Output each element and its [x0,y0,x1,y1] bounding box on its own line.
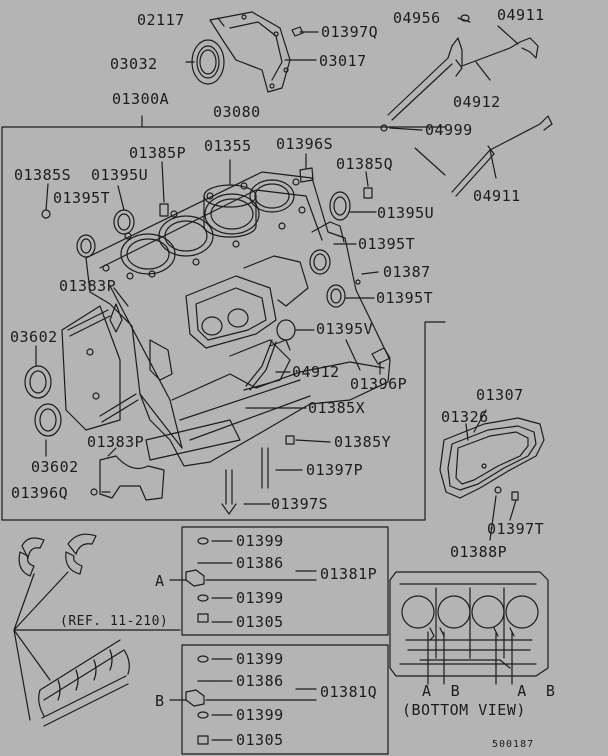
label-03602-lower: 03602 [31,458,79,476]
label-01397q: 01397Q [321,23,379,41]
label-b-01399-bottom: 01399 [236,706,284,724]
left-side-parts [24,305,139,437]
label-01395t-left: 01395T [53,189,111,207]
label-01385p: 01385P [129,144,187,162]
label-01307: 01307 [476,386,524,404]
bottom-view [389,571,549,677]
label-01385s: 01385S [14,166,72,184]
label-01396p: 01396P [350,375,408,393]
label-01397s: 01397S [271,495,329,513]
label-01396q: 01396Q [11,484,69,502]
label-03080: 03080 [213,103,261,121]
label-01387: 01387 [383,263,431,281]
label-b-01386: 01386 [236,672,284,690]
bottom-view-ab-markers: A B A B [422,682,556,700]
label-04912-block: 04912 [292,363,340,381]
label-b-01305: 01305 [236,731,284,749]
label-02117: 02117 [137,11,185,29]
label-01395v: 01395V [316,320,374,338]
bottom-view-caption: (BOTTOM VIEW) [402,701,526,719]
label-04912-top: 04912 [453,93,501,111]
cylinder-block [85,171,391,467]
label-01395u-right: 01395U [377,204,435,222]
gauge-tube [245,339,277,391]
ref-note: (REF. 11-210) [60,614,169,629]
small-plugs [41,167,391,365]
marker-a: A [155,572,165,590]
label-03017: 03017 [319,52,367,70]
diagram-code: 500187 [492,739,535,750]
label-01383p-upper: 01383P [59,277,117,295]
oil-level-gauge-lower [451,115,553,197]
label-01397t: 01397T [487,520,545,538]
side-cover [439,417,545,501]
label-a-01399-bottom: 01399 [236,589,284,607]
label-01395t-right: 01395T [358,235,416,253]
label-03032: 03032 [110,55,158,73]
label-01385x: 01385X [308,399,366,417]
marker-b: B [155,692,165,710]
label-01385q: 01385Q [336,155,394,173]
label-01388p: 01388P [450,543,508,561]
main-frame [1,115,446,521]
label-a-01399-top: 01399 [236,532,284,550]
label-01395u-left: 01395U [91,166,149,184]
rear-oil-seal [191,11,304,93]
oil-level-gauge [380,14,539,132]
label-01355: 01355 [204,137,252,155]
label-04956: 04956 [393,9,441,27]
label-01397p: 01397P [306,461,364,479]
label-a-01305: 01305 [236,613,284,631]
bearing-cap [90,435,295,515]
label-a-01381p: 01381P [320,565,378,583]
label-04911-lower: 04911 [473,187,521,205]
label-b-01381q: 01381Q [320,683,378,701]
label-a-01386: 01386 [236,554,284,572]
ref-leader [13,571,69,721]
label-01383p-lower: 01383P [87,433,145,451]
cylinder-liner [203,184,257,238]
label-04999: 04999 [425,121,473,139]
label-01395t-lower: 01395T [376,289,434,307]
label-b-01399-top: 01399 [236,650,284,668]
crank-bearings [18,533,130,727]
label-03602-upper: 03602 [10,328,58,346]
label-01300a: 01300A [112,90,170,108]
label-04911-top: 04911 [497,6,545,24]
group-a-box [181,526,389,636]
leader-03080 [414,147,446,176]
label-01385y: 01385Y [334,433,392,451]
label-01326: 01326 [441,408,489,426]
label-01396s: 01396S [276,135,334,153]
